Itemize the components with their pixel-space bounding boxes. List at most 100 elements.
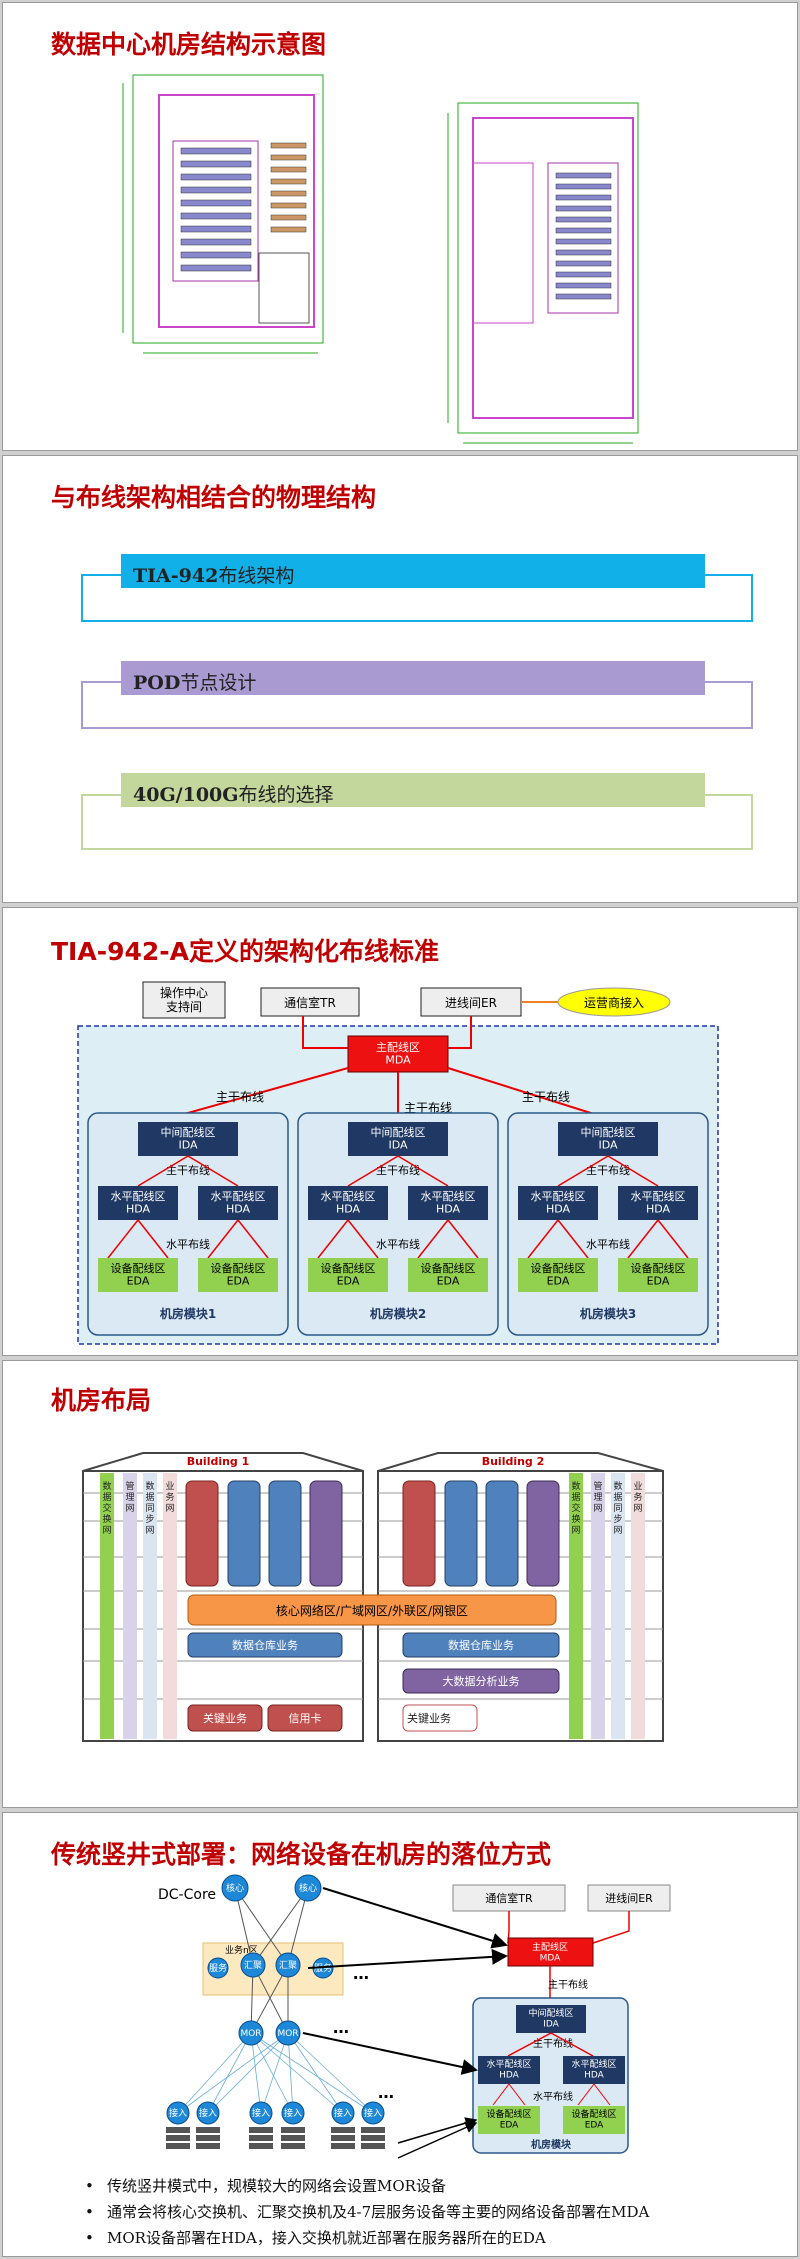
- module-label: 机房模块: [531, 2138, 572, 2151]
- item-text: 节点设计: [180, 672, 257, 694]
- access-node: 接入: [334, 2107, 352, 2119]
- slide-room-layout: 机房布局 Building 1 Building 2 数据交换网 管理网 数据同步网…: [2, 1360, 798, 1808]
- ops-center-label: 操作中心支持间: [160, 985, 208, 1014]
- service-node: 服务: [209, 1962, 227, 1974]
- b1-column-label: 数据交换网: [102, 1480, 111, 1536]
- er-label: 进线间ER: [445, 996, 497, 1010]
- module-label: 机房模块2: [370, 1306, 426, 1321]
- access-node: 接入: [169, 2107, 187, 2119]
- item-bold: 40G/100G: [133, 784, 239, 806]
- bullet-item-2: 通常会将核心交换机、汇聚交换机及4-7层服务设备等主要的网络设备部署在MDA: [85, 2199, 649, 2225]
- b1-column-label: 业务网: [165, 1481, 174, 1514]
- backbone-label-3: 主干布线: [522, 1090, 570, 1104]
- room-layout-diagram: Building 1 Building 2 数据交换网管理网数据同步网业务网数据…: [82, 1452, 664, 1742]
- tr-label: 通信室TR: [485, 1891, 533, 1905]
- b1-column-label: 管理网: [125, 1480, 134, 1514]
- b2-column-label: 管理网: [593, 1480, 602, 1514]
- building1-label: Building 1: [187, 1455, 250, 1468]
- tr-label: 通信室TR: [284, 995, 336, 1010]
- b2-key-label: 关键业务: [407, 1711, 451, 1725]
- access-node: 接入: [252, 2107, 270, 2119]
- slide-title: 数据中心机房结构示意图: [51, 30, 327, 59]
- backbone-label-1: 主干布线: [216, 1090, 264, 1104]
- carrier-label: 运营商接入: [584, 995, 644, 1010]
- slide-title: 与布线架构相结合的物理结构: [51, 483, 377, 512]
- core-node: 核心: [226, 1882, 244, 1894]
- mor-node: MOR: [277, 2029, 298, 2039]
- ellipsis-text: …: [333, 2018, 349, 2037]
- slide-physical-structure: 与布线架构相结合的物理结构 TIA-942布线架构 POD节点设计 40G/10…: [2, 455, 798, 903]
- horizontal-label: 水平布线: [166, 1237, 210, 1251]
- item-bold: POD: [133, 672, 181, 694]
- floorplan-left: [122, 74, 612, 354]
- floorplan-right: [447, 102, 639, 444]
- b1-column-label: 数据同步网: [145, 1480, 154, 1536]
- item-bar-40g: 40G/100G布线的选择: [121, 773, 705, 807]
- floorplan-drawings: [122, 74, 639, 444]
- backbone-label: 主干布线: [586, 1163, 630, 1177]
- slide-title: TIA-942-A定义的架构化布线标准: [51, 937, 439, 966]
- item-text: 布线架构: [218, 565, 295, 587]
- horizontal-label: 水平布线: [586, 1237, 630, 1251]
- agg-node: 汇聚: [279, 1960, 297, 1971]
- b2-column-label: 业务网: [633, 1481, 642, 1514]
- mor-node: MOR: [240, 2029, 261, 2039]
- backbone-label: 主干布线: [376, 1163, 420, 1177]
- slide-title: 机房布局: [51, 1386, 152, 1415]
- bullet-list: 传统竖井模式中，规模较大的网络会设置MOR设备 通常会将核心交换机、汇聚交换机及…: [85, 2173, 649, 2251]
- er-label: 进线间ER: [605, 1891, 653, 1905]
- b1-db-label: 数据仓库业务: [232, 1638, 298, 1652]
- slide-shaft-deploy: 传统竖井式部署：网络设备在机房的落位方式 DC-Core 业务n区 核心核心服务…: [2, 1812, 798, 2257]
- backbone-label: 主干布线: [166, 1163, 210, 1177]
- b2-column-label: 数据交换网: [571, 1480, 580, 1536]
- bullet-item-3: MOR设备部署在HDA，接入交换机就近部署在服务器所在的EDA: [85, 2225, 649, 2251]
- backbone-label-2: 主干布线: [404, 1101, 452, 1115]
- b1-credit-label: 信用卡: [289, 1712, 322, 1725]
- access-node: 接入: [364, 2107, 382, 2119]
- core-node: 核心: [299, 1882, 317, 1894]
- b2-bigdata-label: 大数据分析业务: [443, 1674, 520, 1688]
- horizontal-label: 水平布线: [533, 2090, 573, 2103]
- ellipsis-text: …: [353, 1964, 369, 1983]
- bullet-item-1: 传统竖井模式中，规模较大的网络会设置MOR设备: [85, 2173, 649, 2199]
- module-label: 机房模块3: [580, 1306, 636, 1321]
- b2-db-label: 数据仓库业务: [448, 1638, 514, 1652]
- horizontal-label: 水平布线: [376, 1237, 420, 1251]
- module-label: 机房模块1: [160, 1306, 216, 1321]
- building2-label: Building 2: [482, 1455, 545, 1468]
- dc-core-label: DC-Core: [158, 1887, 216, 1903]
- slide-floorplan: 数据中心机房结构示意图: [2, 2, 798, 451]
- item-bar-tia942: TIA-942布线架构: [121, 554, 705, 588]
- item-bar-pod: POD节点设计: [121, 661, 705, 695]
- ellipsis-text: …: [378, 2083, 394, 2102]
- access-node: 接入: [199, 2107, 217, 2119]
- item-bold: TIA-942: [133, 565, 219, 587]
- backbone-label: 主干布线: [548, 1978, 588, 1991]
- core-zone-label: 核心网络区/广域网区/外联区/网银区: [276, 1603, 468, 1618]
- access-node: 接入: [284, 2107, 302, 2119]
